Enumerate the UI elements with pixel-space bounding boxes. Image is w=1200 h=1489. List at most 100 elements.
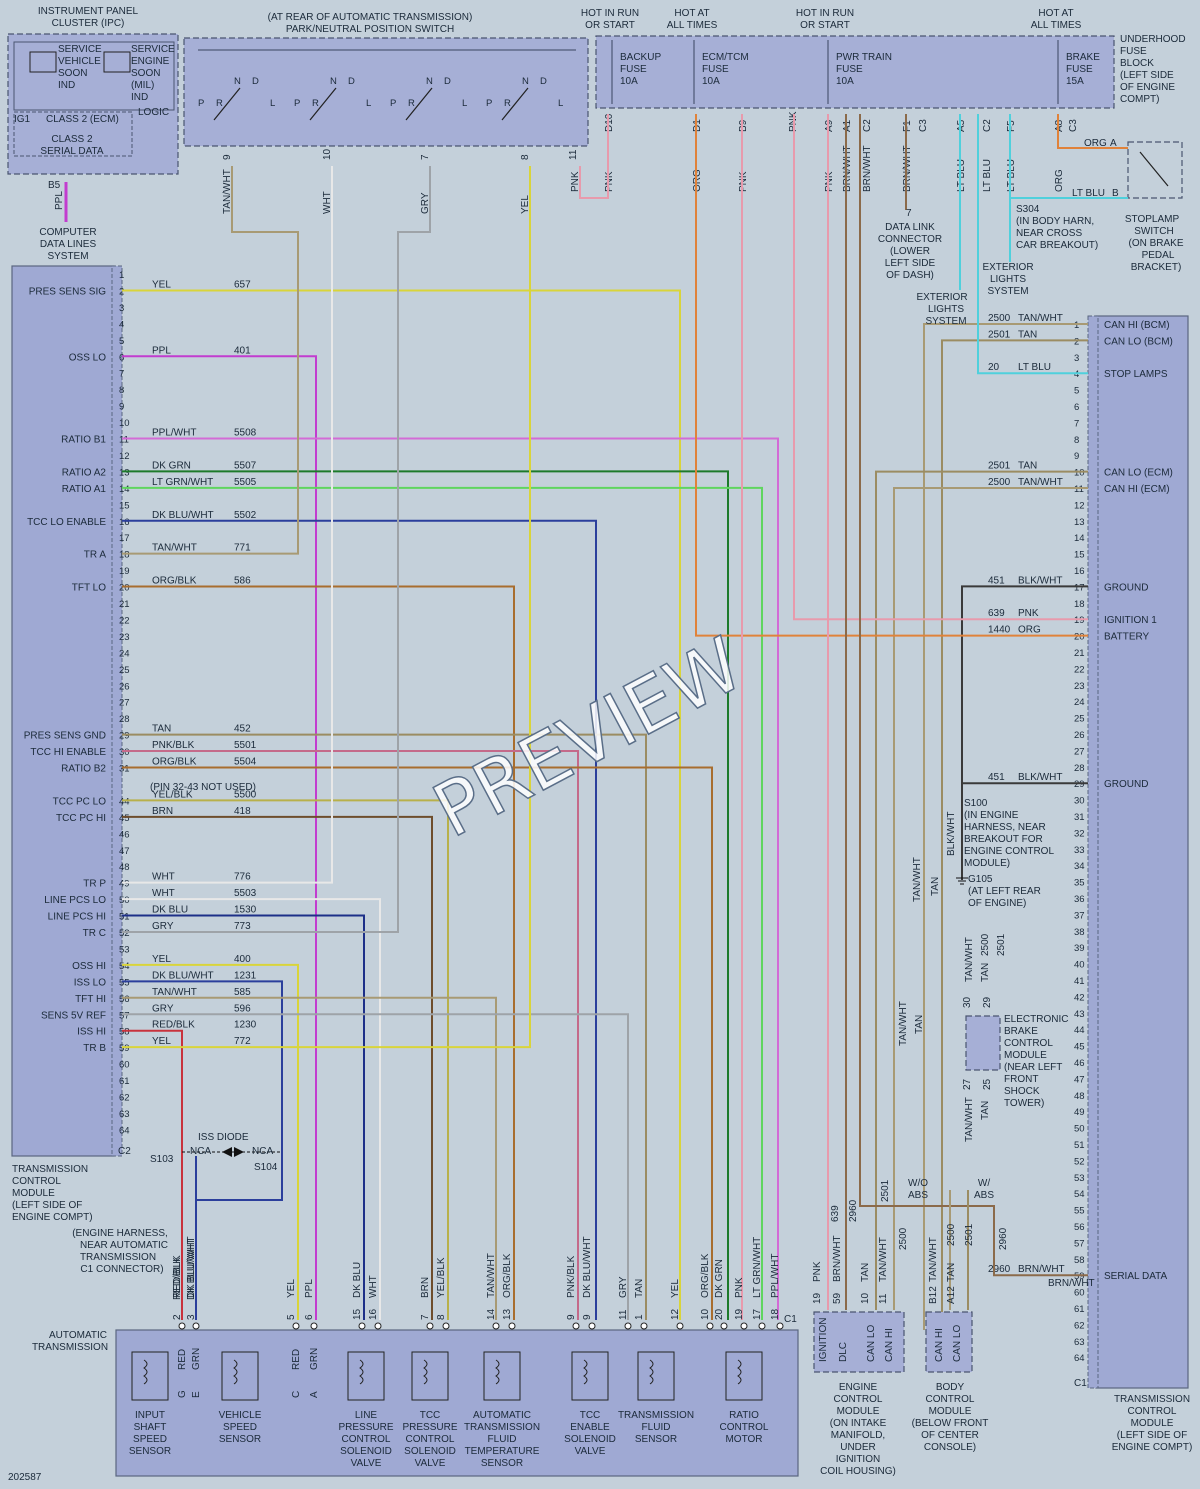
sensor-vss_c: C xyxy=(291,1391,302,1398)
left-pin-5: 5 xyxy=(119,336,124,347)
eh-1: (ENGINE HARNESS, xyxy=(72,1228,168,1239)
left-wire-49: WHT xyxy=(152,872,175,883)
pos-L: L xyxy=(270,98,275,109)
wire-right-10 xyxy=(875,470,1088,1310)
right-pin-26: 26 xyxy=(1074,730,1085,741)
misc-labels: S304 (IN BODY HARN, NEAR CROSS CAR BREAK… xyxy=(8,149,1098,1483)
right-pin-53: 53 xyxy=(1074,1173,1085,1184)
ipc-se-4: (MIL) xyxy=(131,80,154,91)
fuse-ecm-3: 10A xyxy=(702,76,720,87)
bottom-wire-13: TAN xyxy=(634,1279,645,1298)
sensor-vss_grn: GRN xyxy=(309,1348,320,1370)
ecm-2500: 2500 xyxy=(898,1227,909,1250)
right-pin-46: 46 xyxy=(1074,1058,1085,1069)
ecm-2: CONTROL xyxy=(834,1394,883,1405)
ebcm-w3: 2500 xyxy=(980,933,991,956)
top-wire-0: PNK xyxy=(604,171,615,192)
left-label-49: TR P xyxy=(83,879,106,890)
fuse-pwr-3: 10A xyxy=(836,76,854,87)
right-pin-24: 24 xyxy=(1074,697,1085,708)
right-pin-17: 17 xyxy=(1074,582,1085,593)
wire-left-18 xyxy=(122,166,299,555)
top-pin-9: A5 xyxy=(956,119,967,132)
left-label-45: TCC PC HI xyxy=(56,813,106,824)
left-wire-30: PNK/BLK xyxy=(152,740,195,751)
ext1-1: EXTERIOR xyxy=(916,292,967,303)
left-wire-51: DK BLU xyxy=(152,905,188,916)
wire-left-16 xyxy=(122,519,597,1320)
bottom-pin-16: 20 xyxy=(714,1308,725,1320)
cdl-2: DATA LINES xyxy=(40,239,97,250)
bottom-pin-19: 18 xyxy=(770,1308,781,1320)
component-box xyxy=(131,1351,169,1401)
at-2: TRANSMISSION xyxy=(32,1342,108,1353)
g105-3: OF ENGINE) xyxy=(968,898,1026,909)
left-label-6: OSS LO xyxy=(69,352,106,363)
fuse-ecm-1: ECM/TCM xyxy=(702,52,749,63)
bottom-pin-dot-7 xyxy=(442,1322,450,1330)
right-pin-16: 16 xyxy=(1074,566,1085,577)
left-label-31: RATIO B2 xyxy=(61,764,106,775)
component-name-0-3: SENSOR xyxy=(129,1446,171,1457)
bottom-pin-dot-18 xyxy=(758,1322,766,1330)
tcml-2: CONTROL xyxy=(12,1176,61,1187)
left-pin-17: 17 xyxy=(119,533,130,544)
right-pin-27: 27 xyxy=(1074,746,1085,757)
ecm-pin-3: 11 xyxy=(878,1293,889,1304)
left-pin-62: 62 xyxy=(119,1093,130,1104)
left-pin-1: 1 xyxy=(119,270,124,281)
pnp-wire-0: TAN/WHT xyxy=(222,169,233,214)
ecm-4: (ON INTAKE xyxy=(830,1418,887,1429)
component-name-3-3: SOLENOID xyxy=(404,1446,456,1457)
top-pin-0: D10 xyxy=(604,113,615,132)
diagram-id: 202587 xyxy=(8,1472,42,1483)
s304-3: NEAR CROSS xyxy=(1016,228,1082,239)
wire-left-14 xyxy=(122,486,763,1320)
bottom-pin-dot-15 xyxy=(706,1322,714,1330)
tcm-right-block: C1 TRANSMISSION CONTROL MODULE (LEFT SID… xyxy=(988,313,1192,1453)
right-label-1: CAN HI (BCM) xyxy=(1104,320,1170,331)
right-pin-47: 47 xyxy=(1074,1074,1085,1085)
pin-11: 11 xyxy=(568,149,579,160)
s100-wire: BLK/WHT xyxy=(946,812,957,856)
right-pin-5: 5 xyxy=(1074,386,1079,397)
left-label-55: ISS LO xyxy=(74,977,106,988)
coil-icon xyxy=(737,1359,742,1385)
wire-left-45 xyxy=(122,815,433,1320)
bottom-pin-15: 10 xyxy=(700,1308,711,1320)
left-circ-16: 5502 xyxy=(234,510,257,521)
component-name-4-2: FLUID xyxy=(488,1434,517,1445)
wire-tan-v: TAN xyxy=(930,877,941,896)
left-pin-15: 15 xyxy=(119,500,130,511)
wire-d10-pnk xyxy=(579,114,609,199)
right-pin-38: 38 xyxy=(1074,927,1085,938)
bottom-pin-dot-16 xyxy=(720,1322,728,1330)
at-1: AUTOMATIC xyxy=(49,1330,107,1341)
left-label-54: OSS HI xyxy=(72,961,106,972)
component-name-4-1: TRANSMISSION xyxy=(464,1422,540,1433)
ecm-wire-2: TAN xyxy=(860,1263,871,1282)
right-pin-31: 31 xyxy=(1074,812,1085,823)
bottom-pin-5: 16 xyxy=(368,1308,379,1320)
left-pin-19: 19 xyxy=(119,566,130,577)
ipc-class2-1: CLASS 2 xyxy=(51,134,93,145)
left-circ-31: 5504 xyxy=(234,757,257,768)
pos-R: R xyxy=(504,98,511,109)
coil-icon xyxy=(583,1359,588,1385)
stop-3: (ON BRAKE xyxy=(1128,238,1183,249)
bottom-pin-13: 1 xyxy=(634,1314,645,1320)
right-pin-13: 13 xyxy=(1074,517,1085,528)
bottom-wire-7: YEL/BLK xyxy=(436,1257,447,1298)
wire-left-52 xyxy=(122,166,431,933)
bottom-pin-8: 14 xyxy=(486,1308,497,1320)
left-pin-30: 30 xyxy=(119,747,130,758)
wire-tanwht-v: TAN/WHT xyxy=(912,857,923,902)
wire-left-54 xyxy=(122,963,299,1320)
ebcm-8: TOWER) xyxy=(1004,1098,1044,1109)
wire-right-1 xyxy=(923,323,1088,1330)
right-pin-63: 63 xyxy=(1074,1337,1085,1348)
